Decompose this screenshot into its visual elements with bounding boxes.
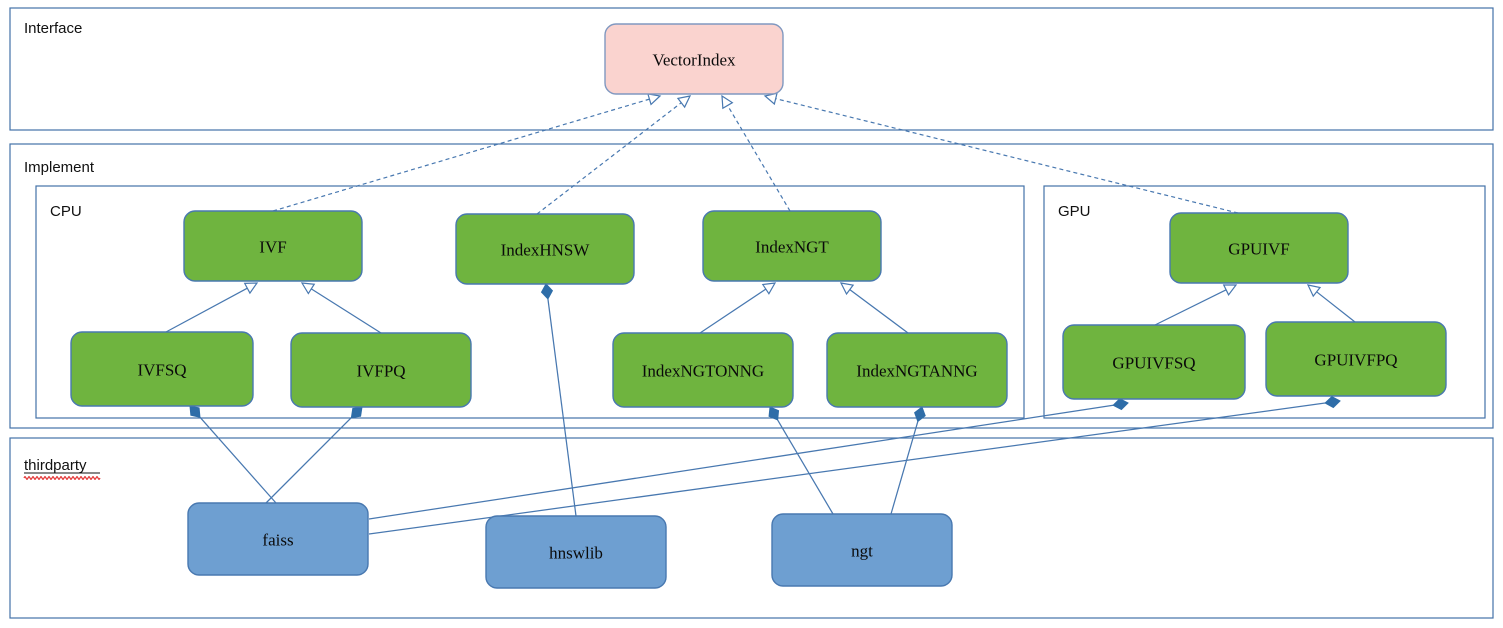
edge-gpuivfpq-gpuivf: [1316, 291, 1356, 323]
edge-indexhnsw-vectorindex: [536, 102, 682, 215]
spellcheck-underline: [23, 476, 101, 480]
node-indexngt[interactable]: IndexNGT: [702, 210, 882, 282]
arrowhead-indexngtanng-indexngt: [839, 282, 855, 296]
arrowhead-ivfpq-ivf: [300, 282, 316, 295]
edge-gpuivfsq-gpuivf: [1154, 289, 1227, 326]
node-label-ivf: IVF: [259, 238, 286, 257]
node-label-indexngt: IndexNGT: [755, 238, 829, 257]
edge-faiss-gpuivfpq: [368, 402, 1326, 535]
edge-layer: [165, 98, 1356, 535]
edge-indexngtanng-indexngt: [849, 289, 909, 334]
node-label-gpuivf: GPUIVF: [1228, 240, 1289, 259]
edge-ngt-indexngtanng: [890, 421, 919, 515]
container-label-implement: Implement: [24, 159, 95, 176]
node-ngt[interactable]: ngt: [771, 513, 953, 587]
diamond-ngt-indexngtanng: [914, 406, 926, 423]
diamond-faiss-gpuivfsq: [1112, 398, 1129, 411]
diamond-hnswlib-indexhnsw: [540, 283, 554, 300]
edge-ivf-vectorindex: [272, 98, 650, 212]
edge-ngt-indexngtonng: [777, 419, 834, 515]
container-label-interface: Interface: [24, 20, 82, 37]
arrowhead-gpuivfpq-gpuivf: [1306, 284, 1322, 298]
node-label-indexhnsw: IndexHNSW: [501, 241, 591, 260]
node-shape-gpuivfsq[interactable]: [1062, 324, 1246, 400]
node-vectorindex[interactable]: VectorIndex: [604, 23, 784, 95]
node-label-ivfpq: IVFPQ: [356, 362, 405, 381]
node-faiss[interactable]: faiss: [187, 502, 369, 576]
container-label-gpu: GPU: [1058, 203, 1091, 220]
marker-layer: [189, 92, 1341, 423]
edge-faiss-gpuivfsq: [368, 404, 1114, 520]
node-shape-gpuivfpq[interactable]: [1265, 321, 1447, 397]
node-shape-faiss[interactable]: [187, 502, 369, 576]
edge-hnswlib-indexhnsw: [547, 298, 577, 517]
node-label-ivfsq: IVFSQ: [137, 361, 186, 380]
container-label-cpu: CPU: [50, 203, 82, 220]
node-shape-indexngtonng[interactable]: [612, 332, 794, 408]
node-indexngtonng[interactable]: IndexNGTONNG: [612, 332, 794, 408]
node-ivf[interactable]: IVF: [183, 210, 363, 282]
node-ivfpq[interactable]: IVFPQ: [290, 332, 472, 408]
node-indexngtanng[interactable]: IndexNGTANNG: [826, 332, 1008, 408]
diamond-faiss-ivfsq: [189, 405, 201, 418]
node-shape-ngt[interactable]: [771, 513, 953, 587]
node-label-hnswlib: hnswlib: [549, 544, 603, 563]
node-gpuivfsq[interactable]: GPUIVFSQ: [1062, 324, 1246, 400]
edge-indexngtonng-indexngt: [699, 288, 767, 334]
node-gpuivf[interactable]: GPUIVF: [1169, 212, 1349, 284]
diamond-faiss-ivfpq: [350, 406, 363, 419]
node-shape-ivfpq[interactable]: [290, 332, 472, 408]
node-label-vectorindex: VectorIndex: [652, 51, 736, 70]
edge-faiss-ivfpq: [261, 417, 352, 508]
node-label-gpuivfsq: GPUIVFSQ: [1112, 354, 1195, 373]
node-gpuivfpq[interactable]: GPUIVFPQ: [1265, 321, 1447, 397]
node-shape-hnswlib[interactable]: [485, 515, 667, 589]
arrowhead-ivfsq-ivf: [243, 282, 259, 295]
node-label-ngt: ngt: [851, 542, 873, 561]
container-label-thirdparty: thirdparty: [24, 457, 87, 474]
node-hnswlib[interactable]: hnswlib: [485, 515, 667, 589]
node-ivfsq[interactable]: IVFSQ: [70, 331, 254, 407]
node-label-gpuivfpq: GPUIVFPQ: [1314, 351, 1397, 370]
node-shape-ivfsq[interactable]: [70, 331, 254, 407]
node-shape-indexhnsw[interactable]: [455, 213, 635, 285]
arrowhead-indexhnsw-vectorindex: [676, 95, 692, 109]
arrowhead-indexngtonng-indexngt: [761, 282, 777, 295]
node-shape-gpuivf[interactable]: [1169, 212, 1349, 284]
arrowhead-indexngt-vectorindex: [721, 94, 734, 110]
node-indexhnsw[interactable]: IndexHNSW: [455, 213, 635, 285]
edge-gpuivf-vectorindex: [775, 98, 1239, 214]
diamond-faiss-gpuivfpq: [1324, 395, 1341, 409]
node-label-indexngtanng: IndexNGTANNG: [856, 362, 977, 381]
diamond-ngt-indexngtonng: [768, 406, 780, 421]
edge-ivfpq-ivf: [310, 288, 382, 334]
edge-ivfsq-ivf: [165, 287, 248, 333]
edge-faiss-ivfsq: [199, 416, 277, 504]
node-shape-indexngtanng[interactable]: [826, 332, 1008, 408]
edge-indexngt-vectorindex: [727, 105, 791, 212]
arrowhead-gpuivfsq-gpuivf: [1222, 284, 1238, 296]
arrowhead-ivf-vectorindex: [647, 93, 662, 106]
node-shape-indexngt[interactable]: [702, 210, 882, 282]
node-label-indexngtonng: IndexNGTONNG: [642, 362, 764, 381]
node-label-faiss: faiss: [262, 531, 293, 550]
node-shape-vectorindex[interactable]: [604, 23, 784, 95]
node-shape-ivf[interactable]: [183, 210, 363, 282]
